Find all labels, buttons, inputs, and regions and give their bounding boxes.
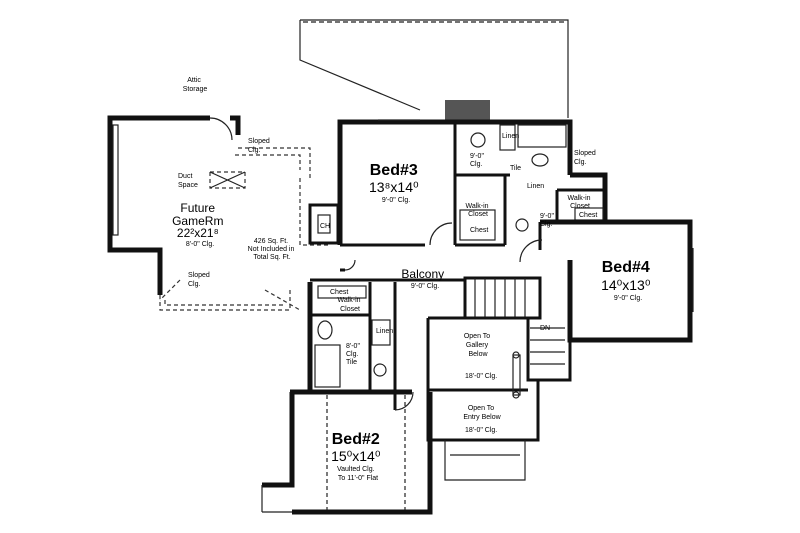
balcony-label: Balcony 9'-0" Clg. [401, 265, 448, 290]
sloped-clg-bottom-label: Sloped Clg. [188, 272, 212, 288]
bed4-closet [555, 172, 608, 222]
walkin-bed4-label: Walk-in Closet [567, 195, 592, 210]
tile-upper-label: Tile [510, 165, 521, 172]
bed4-label: Bed#4 14⁰x13⁰ 9'-0" Clg. [601, 259, 655, 302]
bed3-walls [337, 119, 455, 247]
sloped-clg-right-label: Sloped Clg. [574, 150, 598, 166]
sqft-note-label: 426 Sq. Ft. Not Included in Total Sq. Ft… [248, 238, 297, 261]
roof-outline [299, 19, 569, 118]
chest-bed4-label: Chest [579, 212, 597, 219]
bed2-label: Bed#2 15⁰x14⁰ Vaulted Clg. To 11'-0" Fla… [331, 431, 385, 482]
future-gameroom-dashed [159, 147, 330, 311]
bed2-walls [261, 389, 433, 515]
attic-storage-label: Attic Storage [183, 77, 208, 93]
chimney [445, 100, 490, 122]
walkin-bed2-label: Walk-in Closet [337, 297, 362, 313]
bed3-label: Bed#3 13⁸x14⁰ 9'-0" Clg. [369, 162, 423, 204]
bath-lower-clg-label: 8'-0" Clg. Tile [346, 343, 362, 366]
ch-label: CH [320, 223, 330, 230]
gallery-clg-label: 18'-0" Clg. [465, 373, 497, 380]
bath-upper-clg-label: 9'-0" Clg. [470, 153, 486, 168]
chest-bed2-label: Chest [330, 289, 348, 296]
future-gameroom-walls [107, 115, 241, 295]
bath-right-clg-label: 9'-0" Clg. [540, 213, 556, 228]
future-gameroom-label: Future GameRm 22²x21⁸ 8'-0" Clg. [172, 199, 228, 248]
open-areas [426, 316, 540, 481]
linen-upper-label: Linen [502, 133, 519, 140]
gallery-label: Open To Gallery Below [464, 333, 492, 358]
entry-label: Open To Entry Below [463, 405, 501, 421]
linen-lower-label: Linen [376, 328, 393, 335]
linen-right-label: Linen [527, 183, 544, 190]
gameroom-door-swing [209, 117, 233, 141]
bath-lower [307, 282, 414, 411]
balcony-walls [310, 259, 465, 282]
sloped-clg-top-label: Sloped Clg. [248, 138, 272, 154]
entry-clg-label: 18'-0" Clg. [465, 427, 497, 434]
chest-bed3-label: Chest [470, 227, 488, 234]
dn-label: DN [540, 325, 550, 332]
walkin-bed3-label: Walk-in Closet [465, 203, 490, 218]
bed4-walls [519, 219, 694, 343]
stairs [463, 276, 572, 382]
duct-space-label: Duct Space [178, 173, 198, 189]
bath-upper [453, 119, 573, 247]
